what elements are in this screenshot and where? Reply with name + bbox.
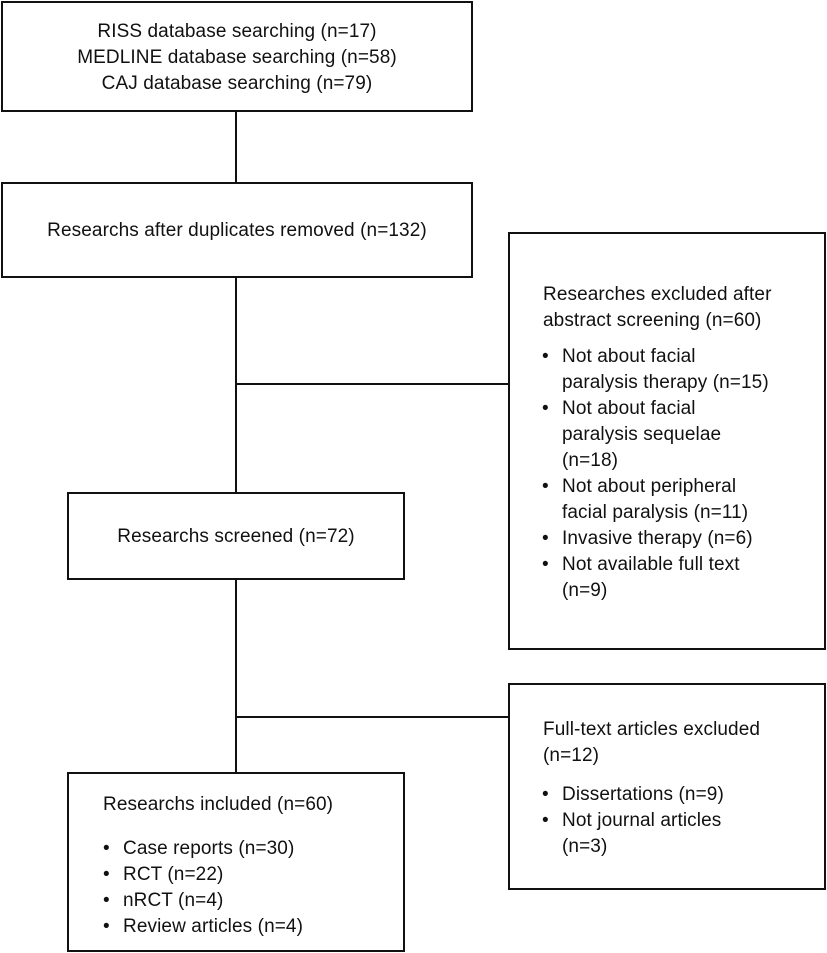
fulltext-exclusion-list: Dissertations (n=9) Not journal articles…: [539, 782, 724, 860]
connector-identification-to-duplicates: [235, 110, 237, 184]
list-item-line: Not available full text: [562, 554, 740, 575]
list-item: Not journal articles (n=3): [539, 808, 724, 860]
list-item-line: paralysis sequelae: [562, 424, 722, 445]
list-item: RCT (n=22): [100, 862, 303, 888]
list-item-line: Not about peripheral: [562, 476, 737, 497]
list-item-line: Review articles (n=4): [123, 916, 304, 937]
list-item: Not about peripheral facial paralysis (n…: [539, 474, 769, 526]
list-item-line: Not about facial: [562, 346, 696, 367]
abstract-exclusion-heading: Researches excluded after abstract scree…: [543, 282, 772, 334]
duplicates-removed-label: Researchs after duplicates removed (n=13…: [47, 220, 427, 241]
list-item-line: (n=9): [562, 580, 608, 601]
abstract-exclusion-box: Researches excluded after abstract scree…: [508, 232, 826, 650]
connector-screened-to-included: [235, 578, 237, 774]
list-item-line: Case reports (n=30): [123, 838, 295, 859]
list-item-line: (n=18): [562, 450, 619, 471]
included-box: Researchs included (n=60) Case reports (…: [67, 772, 405, 952]
identification-line-riss: RISS database searching (n=17): [97, 21, 377, 42]
list-item-line: Dissertations (n=9): [562, 784, 724, 805]
abstract-exclusion-list: Not about facial paralysis therapy (n=15…: [539, 344, 769, 604]
list-item: Dissertations (n=9): [539, 782, 724, 808]
list-item-line: (n=3): [562, 836, 608, 857]
list-item: Not about facial paralysis therapy (n=15…: [539, 344, 769, 396]
list-item-line: RCT (n=22): [123, 864, 224, 885]
list-item: Not about facial paralysis sequelae (n=1…: [539, 396, 769, 474]
included-list: Case reports (n=30) RCT (n=22) nRCT (n=4…: [100, 836, 303, 940]
abstract-exclusion-heading-line: abstract screening (n=60): [543, 310, 762, 331]
screened-box: Researchs screened (n=72): [67, 492, 405, 580]
identification-lines: RISS database searching (n=17) MEDLINE d…: [3, 19, 471, 97]
list-item-line: paralysis therapy (n=15): [562, 372, 769, 393]
connector-branch-abstract-exclusion: [235, 383, 510, 385]
identification-line-caj: CAJ database searching (n=79): [101, 73, 373, 94]
list-item-line: Invasive therapy (n=6): [562, 528, 753, 549]
fulltext-exclusion-heading-line: Full-text articles excluded: [543, 719, 761, 740]
list-item-line: nRCT (n=4): [123, 890, 224, 911]
fulltext-exclusion-heading-line: (n=12): [543, 745, 600, 766]
list-item: nRCT (n=4): [100, 888, 303, 914]
list-item-line: Not about facial: [562, 398, 696, 419]
screened-label: Researchs screened (n=72): [117, 526, 355, 547]
fulltext-exclusion-box: Full-text articles excluded (n=12) Disse…: [508, 683, 826, 890]
connector-duplicates-to-screened: [235, 276, 237, 494]
list-item: Review articles (n=4): [100, 914, 303, 940]
list-item-line: facial paralysis (n=11): [562, 502, 749, 523]
list-item: Invasive therapy (n=6): [539, 526, 769, 552]
identification-box: RISS database searching (n=17) MEDLINE d…: [1, 1, 473, 112]
list-item: Case reports (n=30): [100, 836, 303, 862]
abstract-exclusion-heading-line: Researches excluded after: [543, 284, 772, 305]
fulltext-exclusion-heading: Full-text articles excluded (n=12): [543, 717, 760, 769]
list-item: Not available full text (n=9): [539, 552, 769, 604]
included-heading: Researchs included (n=60): [103, 794, 334, 815]
connector-branch-fulltext-exclusion: [235, 716, 510, 718]
duplicates-removed-box: Researchs after duplicates removed (n=13…: [1, 182, 473, 278]
list-item-line: Not journal articles: [562, 810, 722, 831]
identification-line-medline: MEDLINE database searching (n=58): [77, 47, 397, 68]
